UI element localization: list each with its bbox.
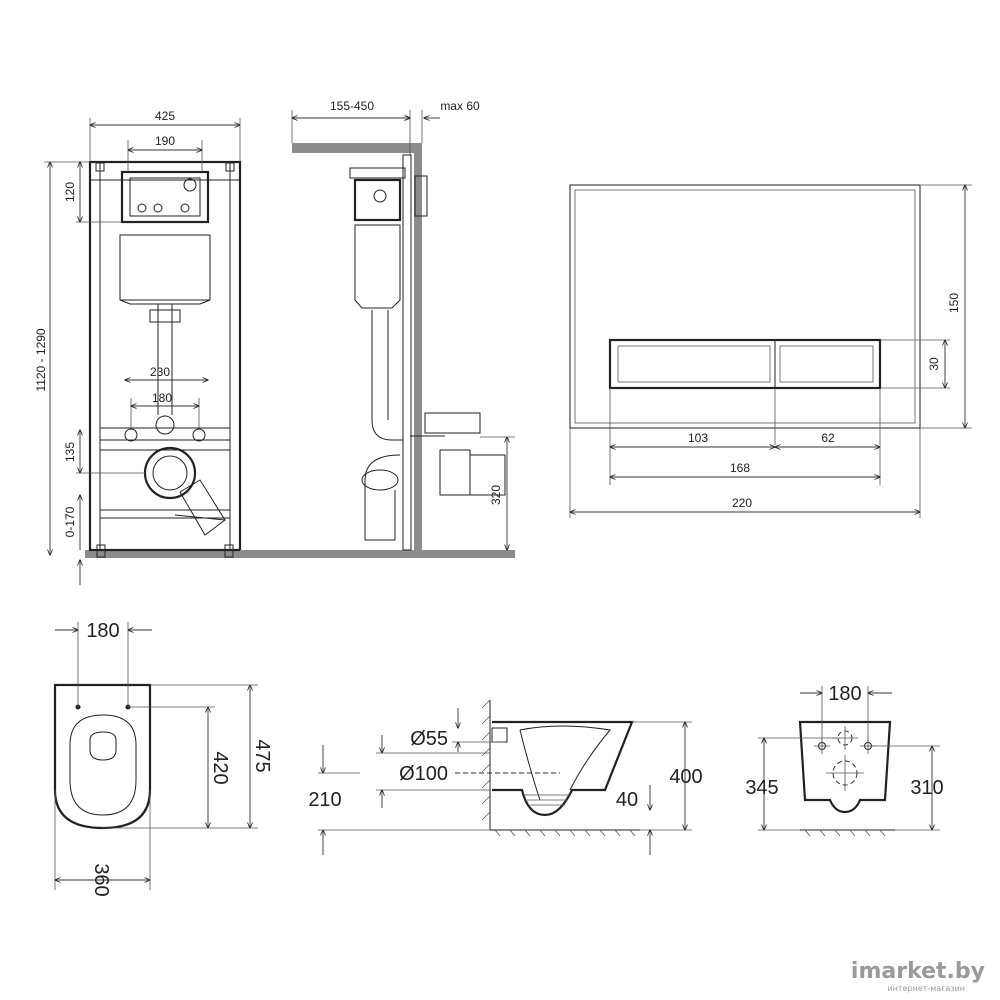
dim-button-height: 30 xyxy=(927,357,941,371)
dim-bowl-width: 360 xyxy=(90,863,112,896)
bowl-back-view: 180 345 310 xyxy=(745,683,944,837)
dim-back-right-height: 310 xyxy=(910,777,943,799)
dim-drain-height: 210 xyxy=(308,789,341,811)
dim-plate-width: 220 xyxy=(732,496,752,510)
dim-plate-height: 150 xyxy=(947,293,961,313)
frame-side-view: 155-450 max 60 320 xyxy=(240,99,515,558)
dim-back-left-height: 345 xyxy=(745,777,778,799)
dim-top-offset: 120 xyxy=(63,182,77,202)
dim-floor-adjust: 0-170 xyxy=(63,506,77,537)
dim-back-bolts: 180 xyxy=(828,683,861,705)
dim-panel-mount: 190 xyxy=(155,134,175,148)
dim-drain-height: 320 xyxy=(489,485,503,505)
dim-frame-width: 425 xyxy=(155,109,175,123)
bowl-top-view: 180 420 475 360 xyxy=(53,620,273,897)
dim-outlet-outer: 230 xyxy=(150,365,170,379)
watermark-brand: imarket.by xyxy=(851,959,985,984)
watermark-tagline: интернет-магазин xyxy=(887,984,965,993)
dim-rim-height: 400 xyxy=(669,766,702,788)
dim-water-inlet: Ø55 xyxy=(410,728,448,750)
dim-right-button: 62 xyxy=(821,431,835,445)
flush-plate-view: 150 30 103 62 168 220 xyxy=(570,185,972,518)
dim-left-button: 103 xyxy=(688,431,708,445)
dim-frame-height: 1120 - 1290 xyxy=(34,328,48,391)
dim-buttons-total: 168 xyxy=(730,461,750,475)
dim-outlet-inner: 180 xyxy=(152,391,172,405)
dim-outlet-height: 135 xyxy=(63,442,77,462)
watermark-logo: imarket.by интернет-магазин xyxy=(851,959,985,993)
dim-bowl-length: 475 xyxy=(251,739,273,772)
frame-front-view: 425 190 1120 - 1290 120 230 180 135 0-17… xyxy=(34,109,515,585)
dim-bowl-bolts: 180 xyxy=(86,620,119,642)
dim-trap-offset: 40 xyxy=(616,789,638,811)
dim-depth-range: 155-450 xyxy=(330,99,374,113)
dim-bowl-inner-length: 420 xyxy=(209,751,231,784)
bowl-side-view: Ø55 Ø100 210 400 40 xyxy=(308,699,703,855)
dim-max-wall: max 60 xyxy=(440,99,480,113)
dim-drain-outlet: Ø100 xyxy=(399,763,448,785)
